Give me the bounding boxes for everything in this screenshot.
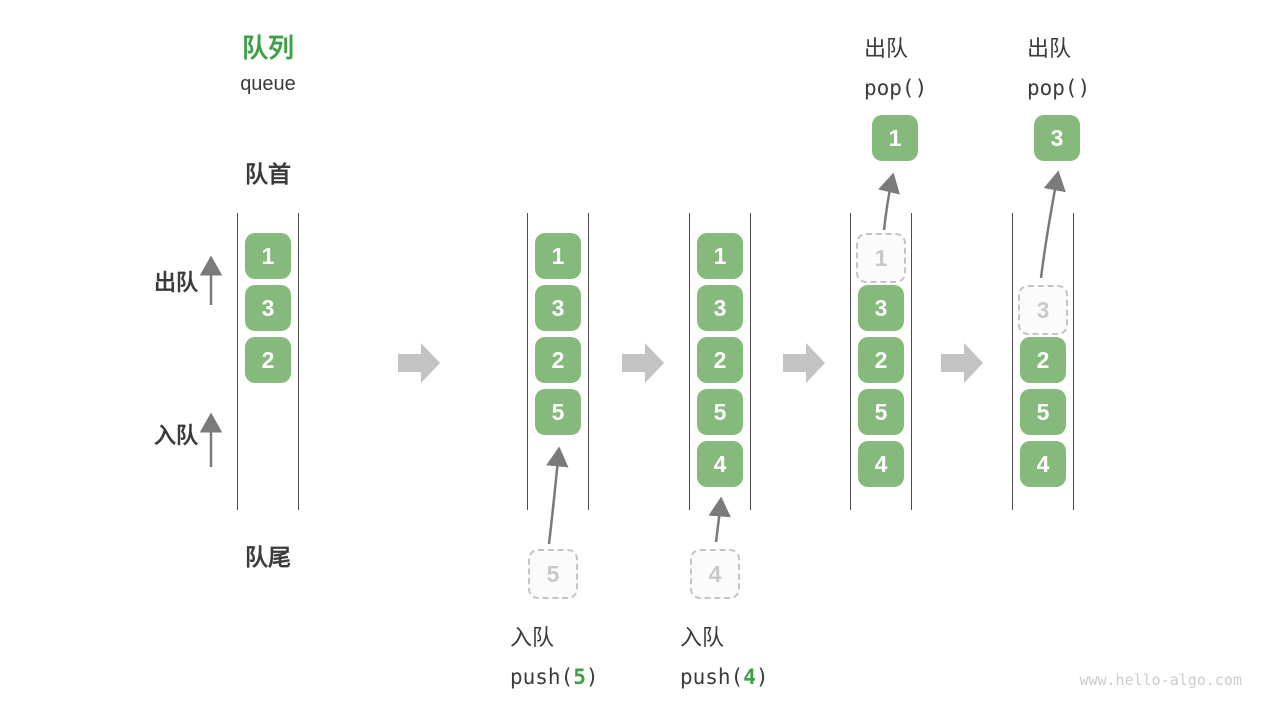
code-arg: 5	[573, 665, 586, 689]
queue-state-2: 1 3 2 5 5	[527, 213, 589, 599]
queue-item: 5	[697, 389, 743, 435]
popped-item-3: 3	[1034, 115, 1080, 161]
queue-item: 4	[1020, 441, 1066, 487]
queue-item: 3	[697, 285, 743, 331]
queue-state-3: 1 3 2 5 4 4	[689, 213, 751, 599]
queue-item: 2	[245, 337, 291, 383]
queue-state-4: 1 3 2 5 4 1	[850, 115, 918, 510]
queue-item: 5	[535, 389, 581, 435]
title-english: queue	[240, 73, 296, 95]
transition-arrow-3	[783, 343, 825, 383]
queue-item: 1	[697, 233, 743, 279]
transition-arrow-4	[941, 343, 983, 383]
ghost-item-3: 3	[1018, 285, 1068, 335]
queue-item: 4	[858, 441, 904, 487]
queue-rear-label: 队尾	[245, 544, 291, 570]
pop-caption-2-code: pop()	[1027, 76, 1091, 100]
queue-item: 1	[535, 233, 581, 279]
queue-item: 3	[535, 285, 581, 331]
pop-caption-1-zh: 出队	[864, 36, 909, 61]
push-caption-5-zh: 入队	[510, 625, 555, 650]
queue-item: 2	[535, 337, 581, 383]
push-caption-4: 入队 push(4)	[680, 620, 769, 689]
enqueue-side-label: 入队	[153, 423, 198, 448]
push-caption-5: 入队 push(5)	[510, 620, 599, 689]
code-pre: push(	[510, 665, 574, 689]
pop-caption-1: 出队 pop()	[864, 31, 927, 100]
queue-state-1: 1 3 2	[237, 213, 299, 510]
queue-item: 2	[697, 337, 743, 383]
pop-caption-2: 出队 pop()	[1027, 31, 1090, 100]
queue-item: 1	[245, 233, 291, 279]
watermark: www.hello-algo.com	[1079, 671, 1242, 689]
queue-item: 5	[1020, 389, 1066, 435]
queue-item: 3	[245, 285, 291, 331]
code-post: )	[585, 665, 599, 689]
queue-item: 2	[1020, 337, 1066, 383]
pop-caption-2-zh: 出队	[1027, 36, 1072, 61]
diagram-title: 队列 queue	[218, 28, 318, 96]
push-caption-4-code: push(4)	[680, 665, 769, 689]
transition-arrow-2	[622, 343, 664, 383]
code-pre: push(	[680, 665, 744, 689]
queue-item: 3	[858, 285, 904, 331]
transition-arrow-1	[398, 343, 440, 383]
queue-state-5: 3 2 5 4 3	[1012, 115, 1080, 510]
popped-item-1: 1	[872, 115, 918, 161]
ghost-item-1: 1	[856, 233, 906, 283]
queue-item: 5	[858, 389, 904, 435]
code-post: )	[755, 665, 769, 689]
push-caption-4-zh: 入队	[680, 625, 725, 650]
pop-caption-1-code: pop()	[864, 76, 928, 100]
dequeue-side-label: 出队	[153, 270, 198, 295]
staged-item-4: 4	[690, 549, 740, 599]
code-arg: 4	[743, 665, 756, 689]
staged-item-5: 5	[528, 549, 578, 599]
queue-item: 4	[697, 441, 743, 487]
queue-front-label: 队首	[245, 161, 291, 187]
title-chinese: 队列	[241, 33, 294, 63]
queue-item: 2	[858, 337, 904, 383]
push-caption-5-code: push(5)	[510, 665, 599, 689]
